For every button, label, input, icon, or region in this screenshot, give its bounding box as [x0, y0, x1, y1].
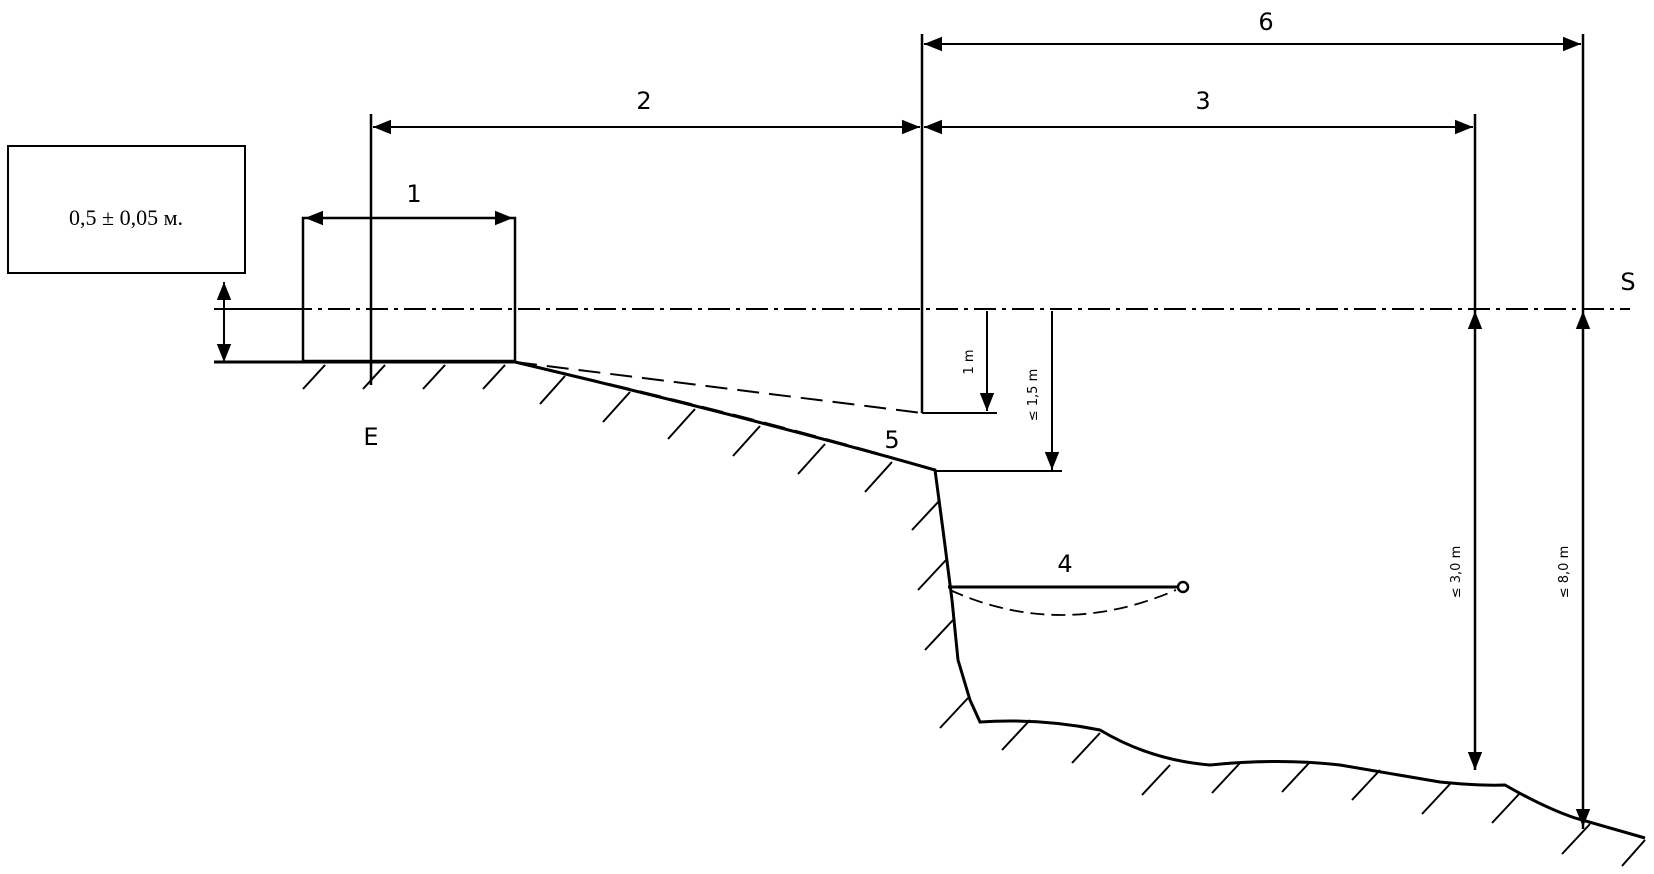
label-1m: 1 m	[962, 349, 977, 374]
label-s: S	[1620, 268, 1635, 296]
slope-line-upper	[514, 361, 923, 414]
element-4-swing	[949, 589, 1177, 616]
label-4: 4	[1057, 550, 1072, 578]
label-5: 5	[884, 426, 899, 454]
label-e: E	[363, 423, 378, 451]
label-6: 6	[1258, 8, 1273, 36]
slope-line-lower	[514, 361, 936, 471]
label-1-5m: ≤ 1,5 m	[1026, 369, 1041, 422]
label-2: 2	[636, 87, 651, 115]
label-8m: ≤ 8,0 m	[1557, 546, 1572, 599]
label-3m: ≤ 3,0 m	[1449, 546, 1464, 599]
ground-hatching	[302, 364, 1646, 867]
label-3: 3	[1195, 87, 1210, 115]
tolerance-box	[7, 145, 246, 274]
vehicle-box	[301, 216, 517, 363]
terrain-profile	[514, 360, 1646, 840]
element-4-end	[1176, 580, 1190, 594]
label-1: 1	[406, 180, 421, 208]
tolerance-label: 0,5 ± 0,05 м.	[69, 205, 183, 230]
